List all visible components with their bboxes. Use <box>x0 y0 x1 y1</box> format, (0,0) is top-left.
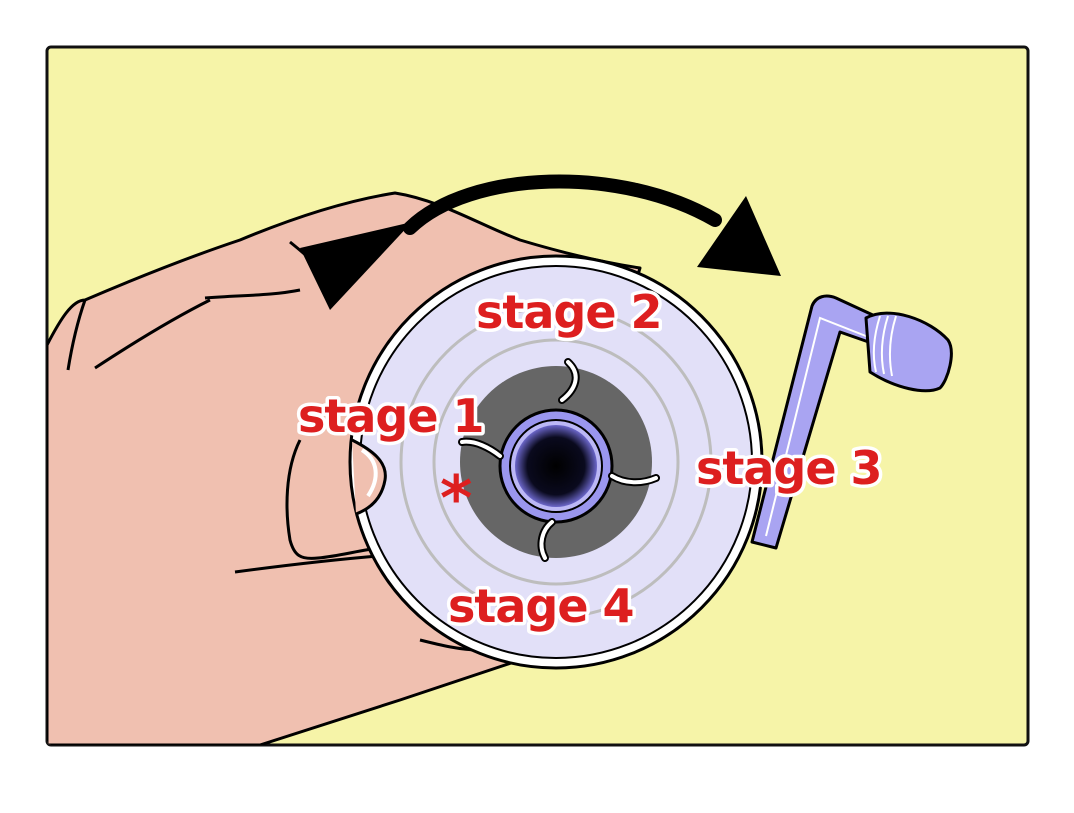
start-marker: * <box>440 462 472 535</box>
stage-3-label: stage 3 <box>696 441 882 495</box>
stage-2-label: stage 2 <box>476 285 662 339</box>
stage-4-label: stage 4 <box>448 579 634 633</box>
crank-handle-icon <box>750 294 953 550</box>
reel-icon <box>348 254 764 670</box>
rotation-arrow-icon <box>300 174 781 310</box>
stage-1-label: stage 1 <box>298 389 484 443</box>
